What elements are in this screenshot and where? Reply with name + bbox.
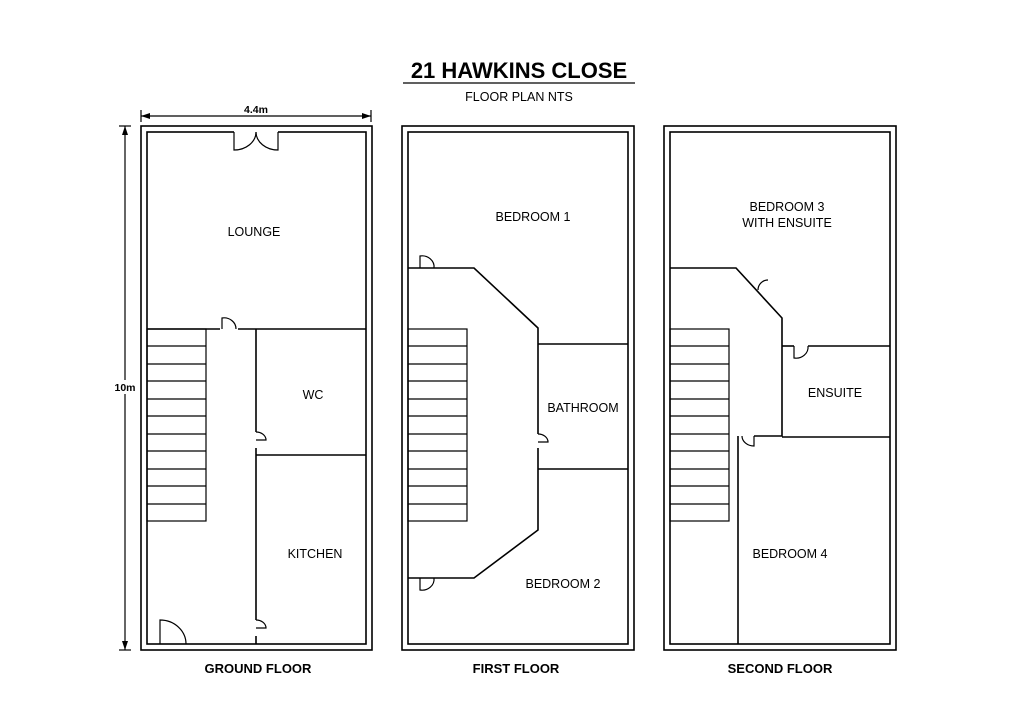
first-floor-plan: BEDROOM 1 BATHROOM BEDROOM 2 <box>401 125 635 651</box>
ground-floor-plan: LOUNGE WC KITCHEN <box>140 125 373 651</box>
ground-stairs <box>146 328 207 522</box>
wc-door-icon <box>255 431 267 441</box>
ground-floor-label: GROUND FLOOR <box>205 661 312 676</box>
kitchen-door-icon <box>255 619 267 629</box>
width-label: 4.4m <box>244 104 268 116</box>
room-bedroom-1: BEDROOM 1 <box>495 210 570 224</box>
landing-door-bottom-icon <box>419 577 435 591</box>
second-stairs <box>669 328 730 522</box>
first-stairs <box>407 328 468 522</box>
door-swing-icon <box>221 317 237 330</box>
depth-label: 10m <box>114 382 135 394</box>
ensuite-door-icon <box>793 345 809 359</box>
first-floor-label: FIRST FLOOR <box>473 661 560 676</box>
room-ensuite: ENSUITE <box>808 386 862 400</box>
plan-subtitle: FLOOR PLAN NTS <box>465 90 573 104</box>
front-door-icon <box>233 129 279 151</box>
room-wc: WC <box>303 388 324 402</box>
room-bedroom-3: BEDROOM 3 <box>749 200 824 214</box>
rear-door-icon <box>159 619 187 645</box>
landing-door-top-icon <box>419 255 435 269</box>
second-floor-plan: BEDROOM 3 WITH ENSUITE ENSUITE BEDROOM 4 <box>663 125 897 651</box>
room-bathroom: BATHROOM <box>547 401 618 415</box>
room-bedroom-4: BEDROOM 4 <box>752 547 827 561</box>
bedroom-4-door-icon <box>741 435 755 447</box>
bedroom-3-door-icon <box>757 279 769 291</box>
room-bedroom-3-subtitle: WITH ENSUITE <box>742 216 832 230</box>
room-bedroom-2: BEDROOM 2 <box>525 577 600 591</box>
second-floor-label: SECOND FLOOR <box>728 661 833 676</box>
bathroom-door-icon <box>537 433 549 443</box>
plan-title: 21 HAWKINS CLOSE <box>411 58 627 83</box>
width-dimension: 4.4m <box>140 104 372 122</box>
room-lounge: LOUNGE <box>228 225 281 239</box>
room-kitchen: KITCHEN <box>288 547 343 561</box>
depth-dimension: 10m <box>112 125 138 651</box>
